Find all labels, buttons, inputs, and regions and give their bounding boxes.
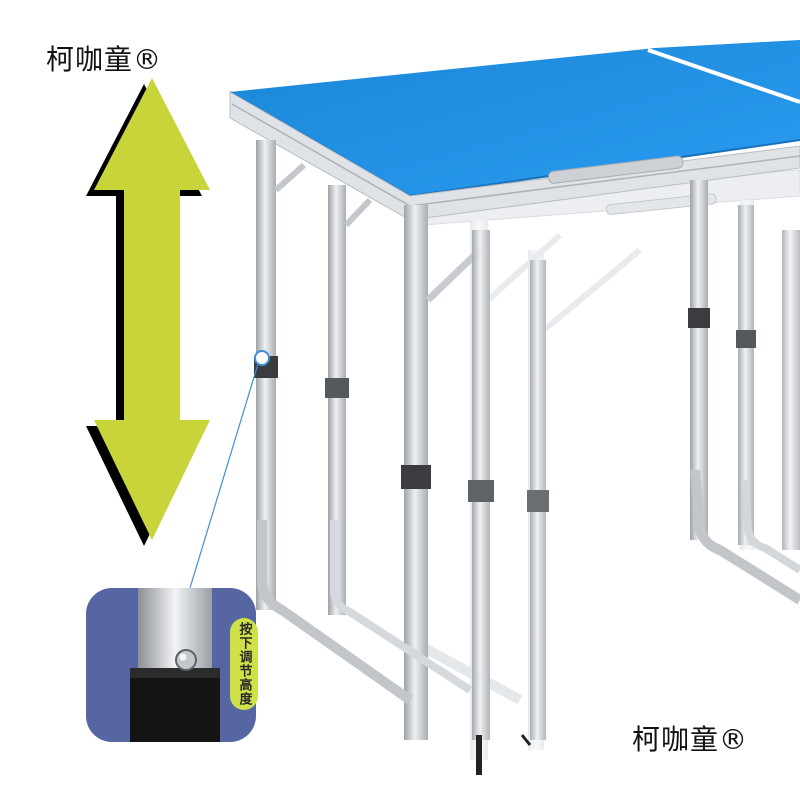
double-arrow-vertical-icon: [86, 78, 210, 546]
table-legs: [254, 140, 800, 775]
callout-label-text: 按下调节高度: [236, 622, 252, 706]
callout-label-pill: 按下调节高度: [230, 618, 258, 710]
tabletop: [229, 40, 800, 221]
callout-zoom-panel: [86, 588, 256, 742]
brand-watermark-top: 柯咖童®: [46, 43, 163, 76]
callout-connector: [189, 350, 270, 589]
brand-watermark-bottom: 柯咖童®: [632, 723, 749, 756]
push-button-lock-icon: [175, 649, 197, 671]
